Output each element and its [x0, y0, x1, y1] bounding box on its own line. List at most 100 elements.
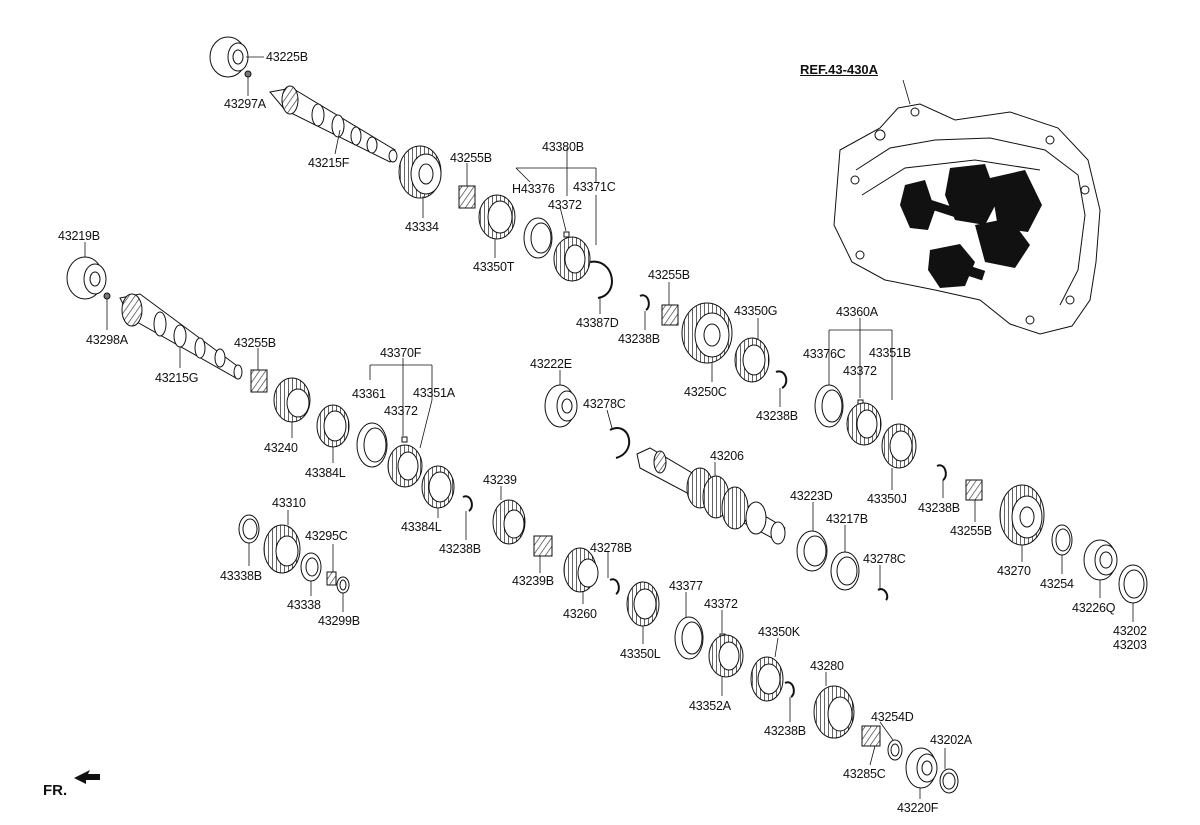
part-label-43285C[interactable]: 43285C — [843, 767, 886, 781]
part-label-43238B-2[interactable]: 43238B — [439, 542, 481, 556]
part-label-43278C-1[interactable]: 43278C — [583, 397, 626, 411]
part-label-43238B-1[interactable]: 43238B — [618, 332, 660, 346]
part-label-43255B-2[interactable]: 43255B — [648, 268, 690, 282]
leader-lines — [84, 56, 1134, 799]
part-label-43202A[interactable]: 43202A — [930, 733, 972, 747]
part-label-43255B-4[interactable]: 43255B — [950, 524, 992, 538]
part-label-43360A[interactable]: 43360A — [836, 305, 878, 319]
part-label-43280[interactable]: 43280 — [810, 659, 844, 673]
part-label-43334[interactable]: 43334 — [405, 220, 439, 234]
bearing-43255B-4 — [965, 479, 983, 501]
part-label-43376C[interactable]: 43376C — [803, 347, 846, 361]
part-label-43226Q[interactable]: 43226Q — [1072, 601, 1116, 615]
part-label-43238B-5[interactable]: 43238B — [764, 724, 806, 738]
part-label-43222E[interactable]: 43222E — [530, 357, 572, 371]
part-label-43298A[interactable]: 43298A — [86, 333, 128, 347]
part-label-43238B-3[interactable]: 43238B — [756, 409, 798, 423]
shaft-43215G — [119, 293, 243, 380]
part-label-43387D[interactable]: 43387D — [576, 316, 619, 330]
bearing-43225B — [209, 36, 249, 78]
part-label-43372-2[interactable]: 43372 — [384, 404, 418, 418]
part-label-43254D[interactable]: 43254D — [871, 710, 914, 724]
ring-43377 — [674, 616, 704, 660]
part-label-43278B[interactable]: 43278B — [590, 541, 632, 555]
gear-43280 — [813, 685, 855, 739]
synchro-43350G — [734, 337, 770, 383]
part-label-43239B[interactable]: 43239B — [512, 574, 554, 588]
part-label-43203[interactable]: 43203 — [1113, 638, 1147, 652]
part-label-43350K[interactable]: 43350K — [758, 625, 800, 639]
part-label-43220F[interactable]: 43220F — [897, 801, 939, 815]
part-label-43377[interactable]: 43377 — [669, 579, 703, 593]
snapring-43387D — [589, 260, 613, 299]
synchro-43350T — [478, 194, 516, 240]
gear-43334 — [398, 145, 442, 199]
bearing-43255B-2 — [661, 304, 679, 326]
gear-43250C — [681, 302, 733, 364]
part-label-43255B-3[interactable]: 43255B — [234, 336, 276, 350]
part-label-43351B[interactable]: 43351B — [869, 346, 911, 360]
part-label-43255B-1[interactable]: 43255B — [450, 151, 492, 165]
part-label-43361[interactable]: 43361 — [352, 387, 386, 401]
part-label-43260[interactable]: 43260 — [563, 607, 597, 621]
transmission-housing-illustration — [833, 103, 1101, 335]
snapring-43238B-3 — [775, 370, 788, 389]
reference-label[interactable]: REF.43-430A — [800, 62, 879, 77]
part-label-H43376[interactable]: H43376 — [512, 182, 555, 196]
washer-43338B — [238, 514, 260, 544]
part-label-43310[interactable]: 43310 — [272, 496, 306, 510]
hub-43352A — [708, 634, 744, 678]
part-label-43215G[interactable]: 43215G — [155, 371, 199, 385]
bearing-43295C — [326, 571, 337, 586]
bearing-43222E — [544, 384, 578, 428]
part-label-43297A[interactable]: 43297A — [224, 97, 266, 111]
part-label-43372-3[interactable]: 43372 — [843, 364, 877, 378]
part-label-43299B[interactable]: 43299B — [318, 614, 360, 628]
bearing-43226Q — [1083, 539, 1118, 581]
part-label-43239[interactable]: 43239 — [483, 473, 517, 487]
part-label-43352A[interactable]: 43352A — [689, 699, 731, 713]
part-label-43217B[interactable]: 43217B — [826, 512, 868, 526]
part-label-43202[interactable]: 43202 — [1113, 624, 1147, 638]
part-label-43351A[interactable]: 43351A — [413, 386, 455, 400]
part-label-43380B[interactable]: 43380B — [542, 140, 584, 154]
part-label-43215F[interactable]: 43215F — [308, 156, 350, 170]
bearing-43239B — [533, 535, 553, 557]
shaft-43206 — [636, 447, 786, 545]
part-label-43350J[interactable]: 43350J — [867, 492, 907, 506]
part-label-43338[interactable]: 43338 — [287, 598, 321, 612]
part-label-43350L[interactable]: 43350L — [620, 647, 661, 661]
part-label-43371C[interactable]: 43371C — [573, 180, 616, 194]
part-label-43225B[interactable]: 43225B — [266, 50, 308, 64]
part-label-43270[interactable]: 43270 — [997, 564, 1031, 578]
snapring-43278C-2 — [877, 588, 889, 601]
hub-43351A — [387, 444, 423, 488]
part-label-43295C[interactable]: 43295C — [305, 529, 348, 543]
key-43372-1 — [563, 231, 570, 238]
ring-H43376 — [523, 217, 553, 259]
seal-43202 — [1118, 564, 1148, 604]
gear-43240 — [273, 377, 311, 423]
part-label-43219B[interactable]: 43219B — [58, 229, 100, 243]
part-label-43206[interactable]: 43206 — [710, 449, 744, 463]
shaft-43215F — [269, 85, 398, 163]
synchro-43350L — [626, 581, 660, 627]
part-label-43240[interactable]: 43240 — [264, 441, 298, 455]
part-label-43384L-1[interactable]: 43384L — [305, 466, 346, 480]
part-label-43350G[interactable]: 43350G — [734, 304, 778, 318]
part-label-43250C[interactable]: 43250C — [684, 385, 727, 399]
part-label-43370F[interactable]: 43370F — [380, 346, 422, 360]
part-label-43384L-2[interactable]: 43384L — [401, 520, 442, 534]
part-label-43238B-4[interactable]: 43238B — [918, 501, 960, 515]
snapring-43278B — [609, 578, 620, 595]
synchro-43384L-1 — [316, 404, 350, 448]
part-label-43372-1[interactable]: 43372 — [548, 198, 582, 212]
part-label-43223D[interactable]: 43223D — [790, 489, 833, 503]
part-label-43350T[interactable]: 43350T — [473, 260, 515, 274]
part-label-43254[interactable]: 43254 — [1040, 577, 1074, 591]
part-label-43278C-2[interactable]: 43278C — [863, 552, 906, 566]
synchro-43384L-2 — [421, 465, 455, 509]
part-label-43338B[interactable]: 43338B — [220, 569, 262, 583]
part-label-43372-4[interactable]: 43372 — [704, 597, 738, 611]
